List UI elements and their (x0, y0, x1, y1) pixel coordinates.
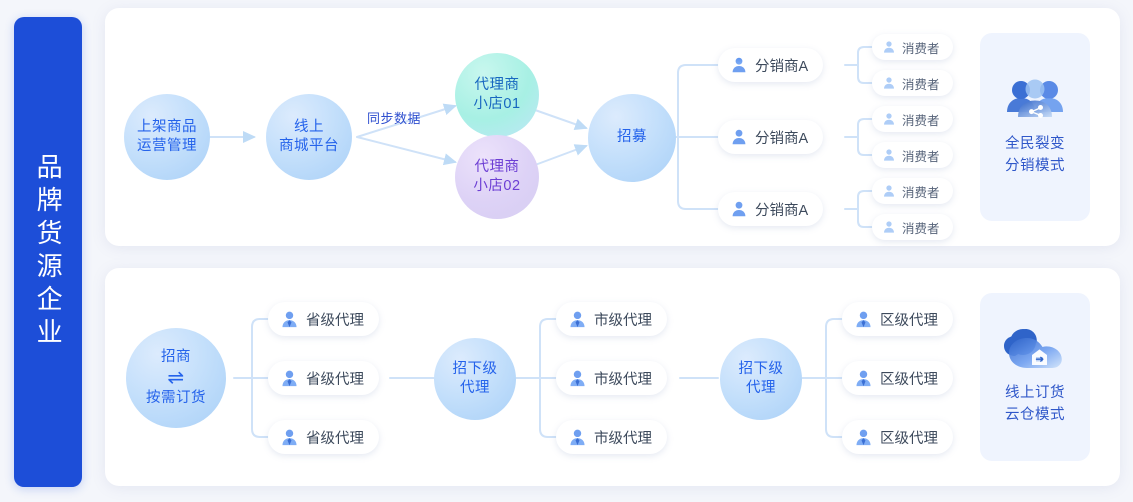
agent-person-icon (570, 311, 585, 327)
person-icon (884, 77, 894, 89)
person-icon (884, 113, 894, 125)
panel-fission-line1: 全民裂变 (1005, 136, 1065, 153)
agent-person-icon (856, 370, 871, 386)
node-source-line2: 运营管理 (137, 138, 197, 154)
agent-person-icon (282, 429, 297, 445)
person-icon (732, 57, 746, 73)
node-shop01-line2: 小店01 (473, 96, 521, 112)
pill-distributor[interactable]: 分销商A (718, 48, 824, 82)
pill-consumer[interactable]: 消费者 (872, 34, 953, 60)
pill-province-agent[interactable]: 省级代理 (268, 420, 379, 454)
pill-distributor-label: 分销商A (755, 130, 809, 147)
node-shop02-line1: 代理商 (474, 158, 520, 175)
person-icon (884, 41, 894, 53)
panel-cloud-line2: 云仓模式 (1005, 406, 1065, 423)
pill-distributor[interactable]: 分销商A (718, 192, 824, 226)
pill-city-agent-label: 市级代理 (594, 371, 652, 388)
pill-district-agent[interactable]: 区级代理 (842, 361, 953, 395)
pill-consumer-label: 消费者 (902, 113, 940, 128)
agent-person-icon (570, 429, 585, 445)
node-agent-shop-02[interactable]: 代理商 小店02 (455, 135, 539, 219)
node-recruit[interactable]: 招募 (588, 94, 676, 182)
panel-cloud-label: 线上订货 云仓模式 (1005, 383, 1065, 425)
person-icon (732, 129, 746, 145)
brand-sidebar: 品牌货源企业 (14, 17, 82, 487)
pill-city-agent-label: 市级代理 (594, 430, 652, 447)
node-recruit-order-line2: 按需订货 (146, 389, 206, 406)
node-recruit-sub-agent-1[interactable]: 招下级 代理 (434, 338, 516, 420)
panel-fission-label: 全民裂变 分销模式 (1005, 134, 1065, 176)
pill-province-agent-label: 省级代理 (306, 430, 364, 447)
node-recruit-sub-agent-2[interactable]: 招下级 代理 (720, 338, 802, 420)
node-hub1-line1: 招下级 (452, 360, 498, 377)
node-source-line1: 上架商品 (137, 118, 197, 135)
node-agent-shop-01[interactable]: 代理商 小店01 (455, 53, 539, 137)
pill-province-agent[interactable]: 省级代理 (268, 302, 379, 336)
node-shop01-line1: 代理商 (474, 76, 520, 93)
node-shop02-line2: 小店02 (473, 178, 521, 194)
panel-fission-distribution-model[interactable]: 全民裂变 分销模式 (980, 33, 1090, 221)
node-platform-line1: 线上 (294, 118, 324, 135)
person-icon (884, 149, 894, 161)
node-source[interactable]: 上架商品 运营管理 (124, 94, 210, 180)
panel-cloud-line1: 线上订货 (1005, 385, 1065, 402)
pill-city-agent-label: 市级代理 (594, 312, 652, 329)
pill-consumer-label: 消费者 (902, 77, 940, 92)
exchange-arrows-icon: ⇌ (167, 366, 185, 389)
pill-district-agent-label: 区级代理 (880, 371, 938, 388)
pill-consumer-label: 消费者 (902, 185, 940, 200)
pill-district-agent-label: 区级代理 (880, 430, 938, 447)
agent-person-icon (856, 311, 871, 327)
cloud-warehouse-icon (1004, 329, 1062, 369)
pill-city-agent[interactable]: 市级代理 (556, 302, 667, 336)
pill-consumer[interactable]: 消费者 (872, 214, 953, 240)
panel-cloud-warehouse-model[interactable]: 线上订货 云仓模式 (980, 293, 1090, 461)
pill-distributor-label: 分销商A (755, 58, 809, 75)
pill-consumer[interactable]: 消费者 (872, 142, 953, 168)
pill-district-agent[interactable]: 区级代理 (842, 420, 953, 454)
pill-district-agent-label: 区级代理 (880, 312, 938, 329)
pill-province-agent[interactable]: 省级代理 (268, 361, 379, 395)
pill-distributor-label: 分销商A (755, 202, 809, 219)
pill-consumer-label: 消费者 (902, 221, 940, 236)
pill-city-agent[interactable]: 市级代理 (556, 420, 667, 454)
person-icon (884, 221, 894, 233)
group-share-icon (1007, 79, 1063, 119)
pill-district-agent[interactable]: 区级代理 (842, 302, 953, 336)
node-hub2-line1: 招下级 (738, 360, 784, 377)
person-icon (732, 201, 746, 217)
agent-person-icon (282, 370, 297, 386)
pill-distributor[interactable]: 分销商A (718, 120, 824, 154)
pill-consumer[interactable]: 消费者 (872, 70, 953, 96)
node-hub2-line2: 代理 (746, 380, 776, 396)
node-online-mall-platform[interactable]: 线上 商城平台 (266, 94, 352, 180)
node-platform-line2: 商城平台 (279, 138, 339, 154)
pill-consumer-label: 消费者 (902, 149, 940, 164)
node-recruit-order[interactable]: 招商 ⇌ 按需订货 (126, 328, 226, 428)
pill-consumer[interactable]: 消费者 (872, 106, 953, 132)
pill-province-agent-label: 省级代理 (306, 312, 364, 329)
pill-consumer[interactable]: 消费者 (872, 178, 953, 204)
node-recruit-order-line1: 招商 (161, 349, 191, 366)
edge-label-sync-data: 同步数据 (367, 111, 422, 126)
pill-province-agent-label: 省级代理 (306, 371, 364, 388)
brand-sidebar-label: 品牌货源企业 (33, 153, 64, 351)
node-recruit-label: 招募 (617, 129, 647, 146)
agent-person-icon (856, 429, 871, 445)
pill-consumer-label: 消费者 (902, 41, 940, 56)
node-hub1-line2: 代理 (460, 380, 490, 396)
agent-person-icon (570, 370, 585, 386)
person-icon (884, 185, 894, 197)
panel-fission-line2: 分销模式 (1005, 157, 1065, 174)
agent-person-icon (282, 311, 297, 327)
pill-city-agent[interactable]: 市级代理 (556, 361, 667, 395)
